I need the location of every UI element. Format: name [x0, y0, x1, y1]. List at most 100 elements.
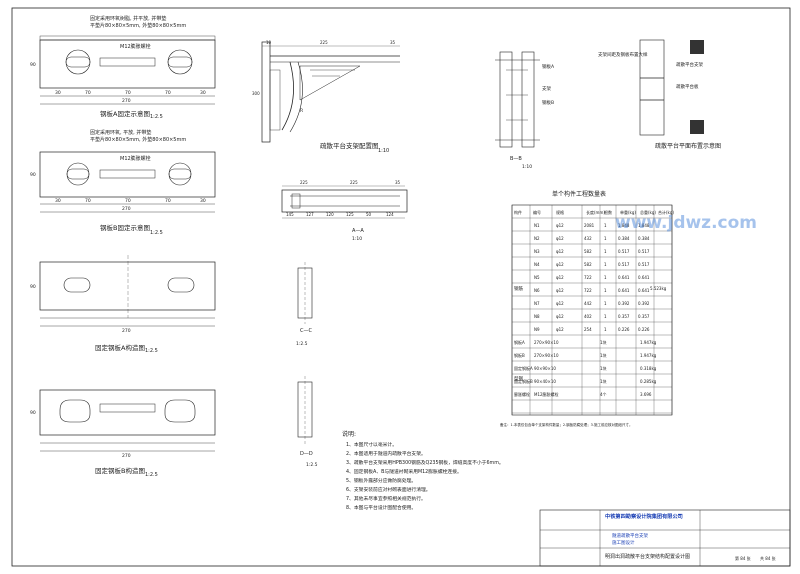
- plate-b-dim-1: 30: [55, 198, 61, 204]
- project-line2: 施工图设计: [612, 539, 635, 546]
- note-item: 8、本图与平台设计图配合使用。: [346, 504, 416, 511]
- plate-d-title: 固定钢板B构造图: [95, 466, 145, 475]
- table-cell: 2081: [584, 223, 595, 228]
- aa-dim-bottom-1: 145: [286, 212, 294, 217]
- table-steel-cell: 0.318kg: [640, 366, 657, 371]
- note-item: 7、其他未尽事宜参照相关规范执行。: [346, 495, 426, 502]
- plate-b-dim-3: 70: [125, 198, 131, 204]
- table-cell: φ12: [556, 262, 564, 267]
- company-name: 中铁第四勘察设计院集团有限公司: [605, 512, 683, 520]
- bracket-dim-2: 225: [320, 40, 328, 45]
- bb-label-3: 支架: [542, 85, 551, 92]
- cc-title: C—C: [300, 328, 312, 334]
- aa-drawing: 225 225 35 145 127 120 125 50 124 A—A 1:…: [281, 180, 408, 242]
- outer-frame: [11, 7, 791, 567]
- table-cell: N1: [534, 223, 540, 228]
- table-cell: φ12: [556, 327, 564, 332]
- table-header-sum: 合计(kg): [658, 209, 674, 215]
- table-steel-cell: 钢板A: [514, 339, 525, 345]
- table-cell: φ12: [556, 249, 564, 254]
- aa-dim-bottom-3: 120: [326, 212, 334, 217]
- plate-b-note2: 平垫片80×80×5mm, 外垫80×80×5mm: [90, 136, 186, 143]
- bracket-dim-3: 35: [390, 40, 396, 45]
- aa-dim-top-3: 35: [395, 180, 401, 185]
- plate-c-title: 固定钢板A构造图: [95, 343, 145, 352]
- aa-dim-bottom-2: 127: [306, 212, 314, 217]
- plan-label-3: 疏散平台板: [676, 83, 699, 90]
- table-cell: N3: [534, 249, 540, 254]
- plan-title: 疏散平台平面布置示意图: [655, 142, 721, 150]
- table-cell: 1: [604, 223, 607, 228]
- table-header-spec: 规格: [556, 209, 564, 215]
- table-cell: 1: [604, 314, 607, 319]
- table-steel-cell: 4个: [600, 392, 607, 397]
- note-item: 1、本图尺寸以毫米计。: [346, 441, 397, 448]
- table-total-a: 5.523kg: [650, 286, 667, 291]
- aa-dim-bottom-4: 125: [346, 212, 354, 217]
- aa-dim-top-1: 225: [300, 180, 308, 185]
- table-steel-cell: 270×90×10: [534, 340, 559, 345]
- plate-a-dim-5: 30: [200, 90, 206, 96]
- table-note: 备注：1.本表仅包含单个支架构件数量；2.钢板防腐处理；3.施工前应核对图纸尺寸…: [500, 422, 633, 427]
- plate-d-drawing: 270 90 固定钢板B构造图 1:2.5: [30, 389, 216, 478]
- table-cell: N5: [534, 275, 540, 280]
- aa-dim-top-2: 225: [350, 180, 358, 185]
- table-cell: 0.517: [638, 249, 650, 254]
- plate-a-note1: 固定采用环氧树脂, 并平放, 并带垫: [90, 15, 166, 22]
- table-header-weight: 总重(kg): [640, 209, 656, 215]
- plate-b-note1: 固定采用环氧, 平放, 并带垫: [90, 129, 151, 136]
- plate-b-scale: 1:2.5: [150, 230, 163, 236]
- table-cell: N9: [534, 327, 540, 332]
- table-cell: 402: [584, 314, 592, 319]
- plate-d-scale: 1:2.5: [145, 472, 158, 478]
- plate-a-dim-4: 70: [165, 90, 171, 96]
- table-cell: 1.848: [638, 223, 650, 228]
- plate-d-dim-side: 90: [30, 410, 36, 416]
- aa-title: A—A: [352, 228, 364, 234]
- table-cell: 722: [584, 288, 592, 293]
- table-cell: 432: [584, 236, 592, 241]
- table-cell: 0.392: [638, 301, 650, 306]
- quantity-table: 单个构件工程数量表 构件 编号 规格 长度(mm) 根数 单重(kg) 总重(k…: [500, 190, 674, 427]
- table-cell: φ12: [556, 236, 564, 241]
- table-cell: 0.357: [618, 314, 630, 319]
- table-cell: 0.357: [638, 314, 650, 319]
- plan-label-1: 支架间距及钢板布置大样: [598, 51, 648, 58]
- plate-b-hole-label: M12膨胀螺栓: [120, 155, 151, 162]
- note-item: 2、本图适用于隧道内疏散平台支架。: [346, 450, 426, 457]
- table-cell: 0.384: [638, 236, 650, 241]
- plate-b-dim-total: 270: [122, 206, 131, 212]
- table-cell: 442: [584, 301, 592, 306]
- plate-a-title: 钢板A固定示意图: [100, 109, 150, 118]
- table-cell: φ12: [556, 223, 564, 228]
- table-cell: 1: [604, 275, 607, 280]
- table-steel-cell: 1.947kg: [640, 340, 657, 345]
- table-cell: 582: [584, 262, 592, 267]
- table-cell: 0.226: [618, 327, 630, 332]
- bracket-scale: 1:10: [378, 148, 389, 154]
- table-steel-cell: M12膨胀螺栓: [534, 391, 559, 397]
- bb-label-1: 钢板A: [542, 63, 555, 70]
- table-cell: 0.641: [638, 288, 650, 293]
- bracket-title: 疏散平台支架配置图: [320, 141, 379, 150]
- table-cell: N2: [534, 236, 540, 241]
- table-header-part: 构件: [514, 209, 522, 215]
- table-cell: 0.226: [638, 327, 650, 332]
- table-group-b: 型钢: [514, 375, 523, 382]
- table-steel-cell: 膨胀螺栓: [514, 391, 530, 397]
- aa-dim-bottom-5: 50: [366, 212, 372, 217]
- project-line1: 隧道疏散平台支架: [612, 532, 648, 539]
- table-cell: 1.848: [618, 223, 630, 228]
- table-header-id: 编号: [533, 209, 541, 215]
- dd-title: D—D: [300, 451, 313, 457]
- bb-scale: 1:10: [522, 164, 532, 170]
- table-cell: N8: [534, 314, 540, 319]
- bb-drawing: 钢板A 钢板B 支架 B—B 1:10: [495, 51, 555, 170]
- plate-a-dim-2: 70: [85, 90, 91, 96]
- plate-b-dim-5: 30: [200, 198, 206, 204]
- plate-a-dim-side: 90: [30, 62, 36, 68]
- bracket-drawing: 10 225 35 300 R 疏散平台支架配置图 1:10: [252, 40, 400, 154]
- table-cell: φ12: [556, 275, 564, 280]
- table-cell: N7: [534, 301, 540, 306]
